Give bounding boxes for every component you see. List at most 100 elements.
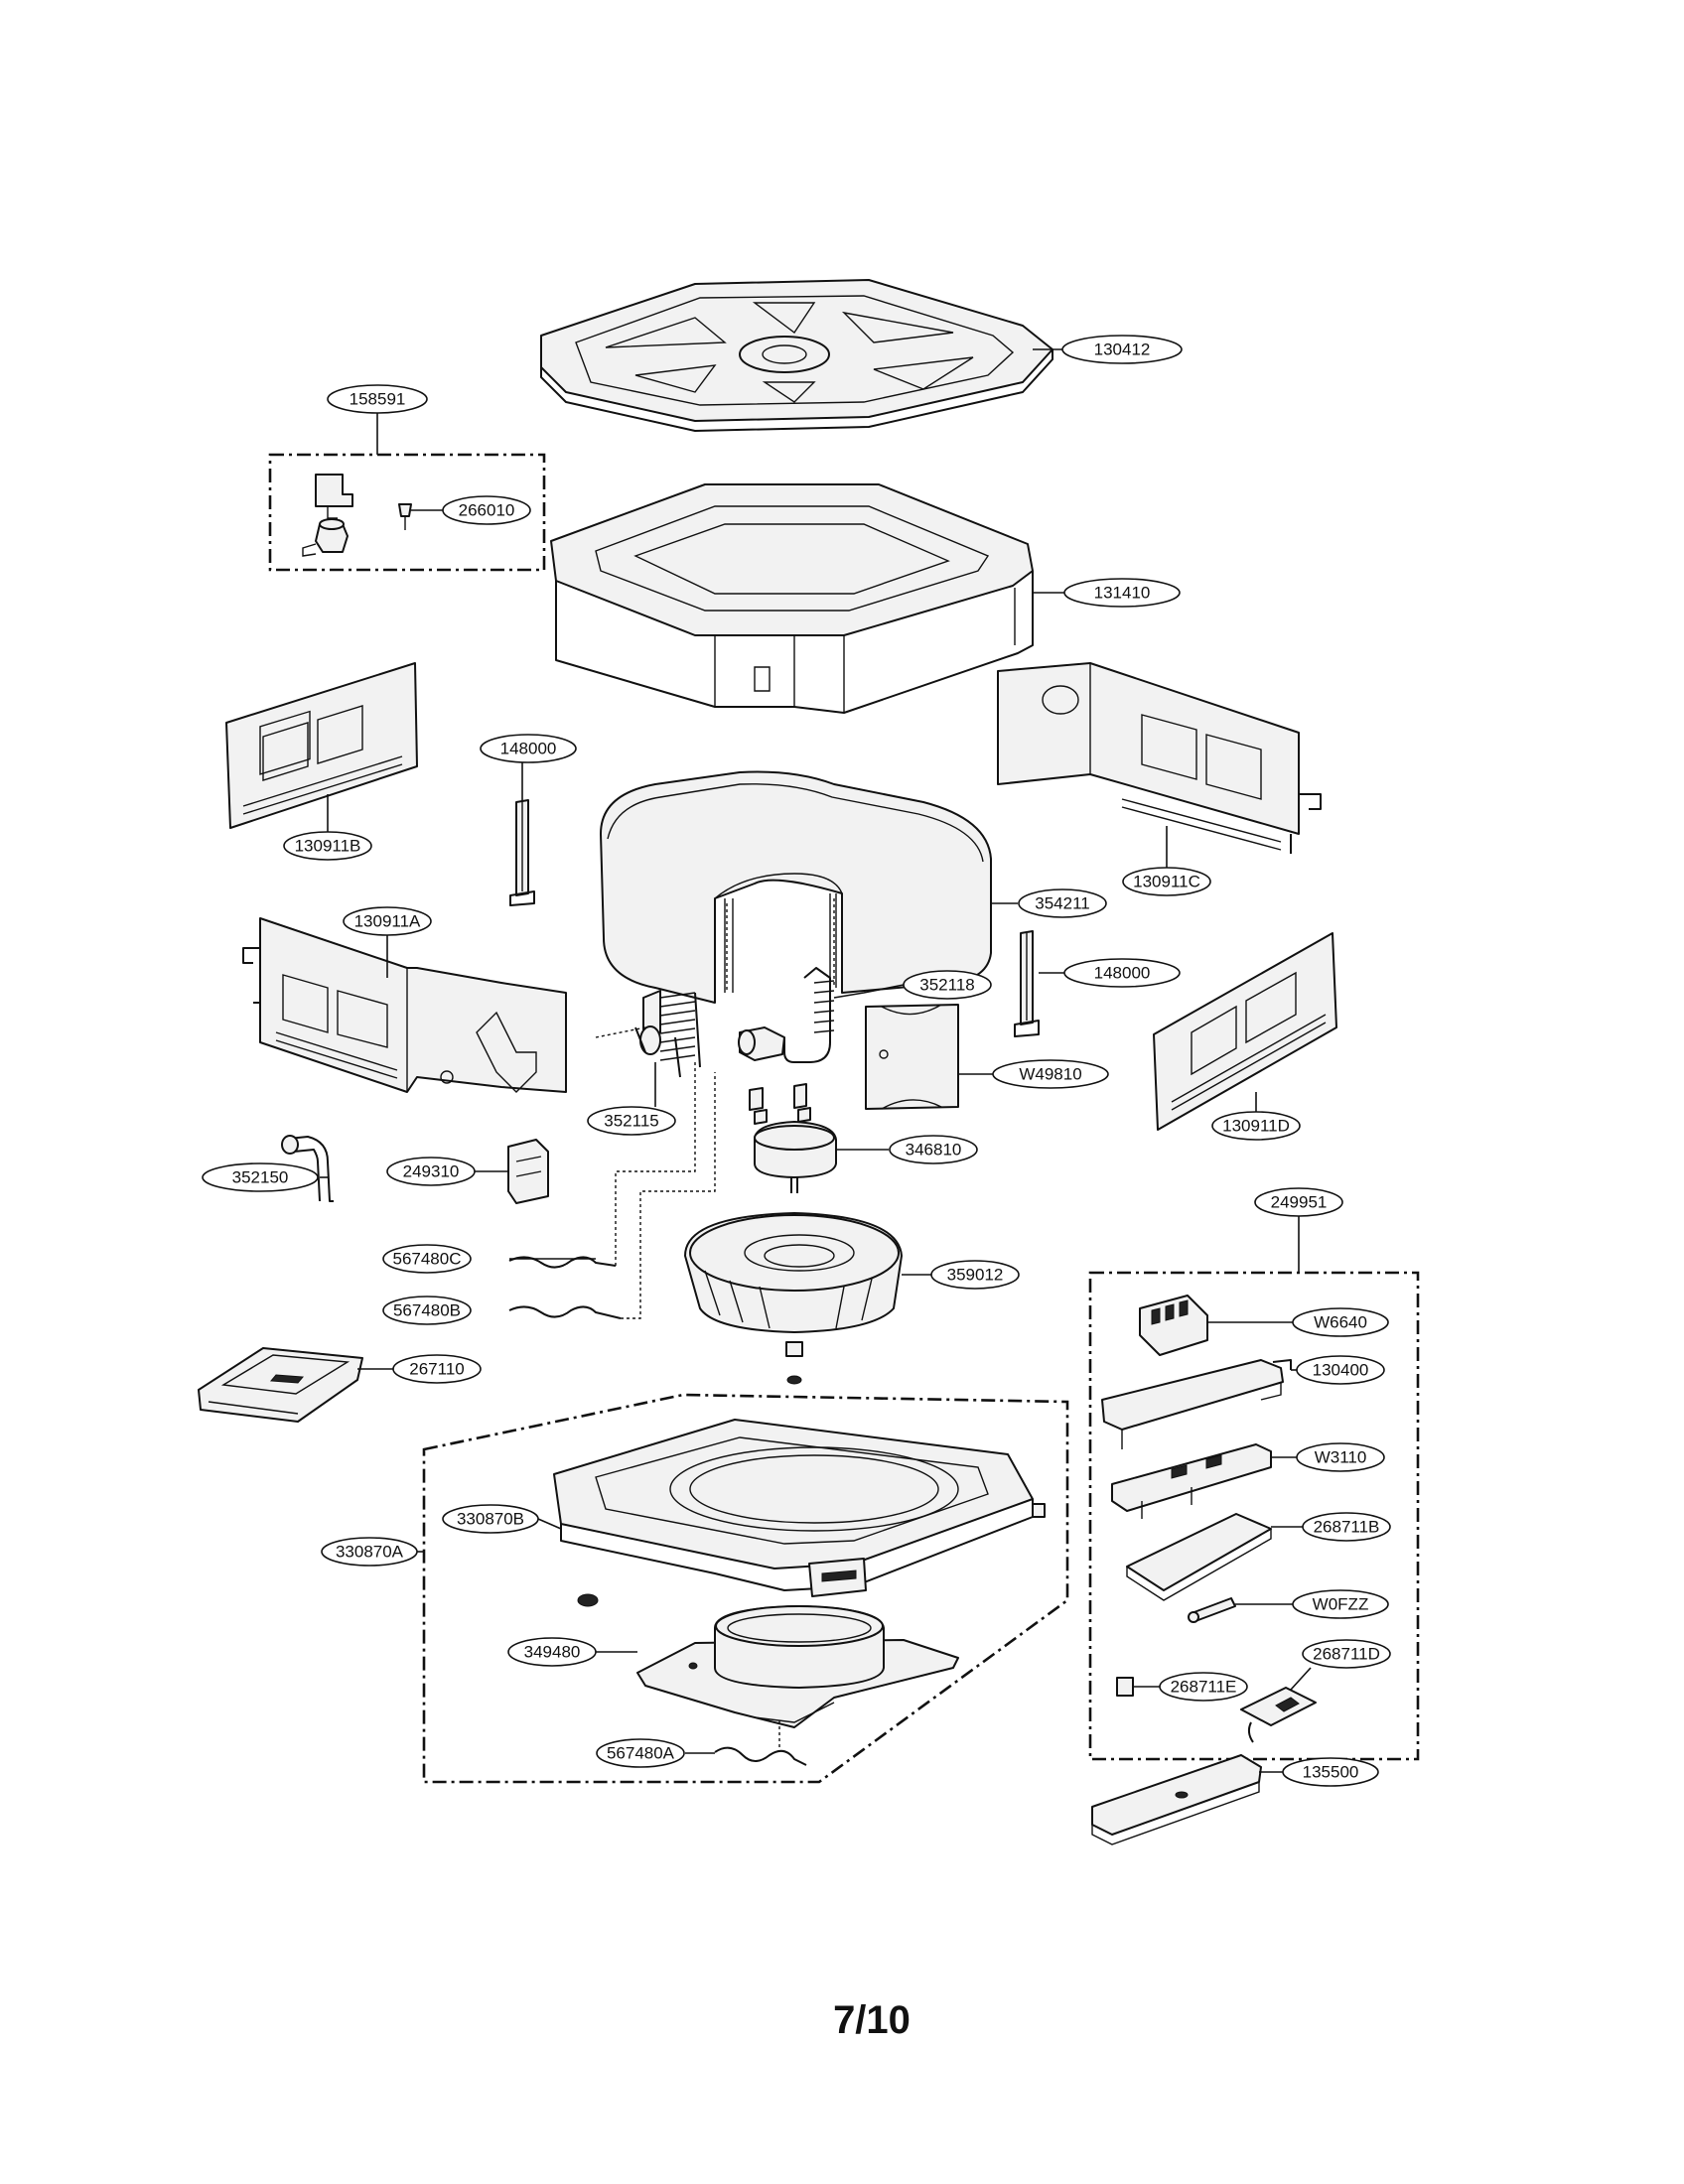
- callout-266010: 266010: [442, 495, 531, 525]
- svg-text:354211: 354211: [1035, 894, 1089, 913]
- pipe-assembly-352115-part: [595, 990, 701, 1078]
- callout-135500: 135500: [1282, 1757, 1379, 1787]
- callout-W6640: W6640: [1292, 1307, 1389, 1337]
- callout-330870B: 330870B: [442, 1504, 539, 1534]
- svg-text:268711E: 268711E: [1171, 1678, 1237, 1697]
- callout-130911D: 130911D: [1211, 1111, 1301, 1141]
- svg-text:249951: 249951: [1271, 1193, 1328, 1212]
- svg-text:567480A: 567480A: [607, 1744, 675, 1763]
- svg-text:W49810: W49810: [1019, 1065, 1081, 1084]
- svg-text:352118: 352118: [919, 976, 974, 995]
- callout-359012: 359012: [930, 1260, 1020, 1290]
- bell-mouth-part: [636, 1605, 959, 1728]
- callout-268711D: 268711D: [1302, 1639, 1391, 1669]
- callout-158591: 158591: [327, 384, 428, 414]
- svg-text:148000: 148000: [500, 740, 557, 758]
- display-pcb-part: [1240, 1687, 1317, 1743]
- drain-kit-box: [268, 453, 546, 572]
- leader-lines: [320, 348, 1312, 1773]
- board-holder-part: [1111, 1443, 1272, 1519]
- main-pcb-part: [1126, 1513, 1272, 1601]
- fan-motor-part: [749, 1083, 837, 1193]
- heat-exchanger-part: [600, 770, 992, 1004]
- callout-249951: 249951: [1254, 1187, 1343, 1217]
- base-pan-part: [550, 483, 1034, 714]
- svg-text:131410: 131410: [1094, 584, 1151, 603]
- svg-text:349480: 349480: [524, 1643, 581, 1662]
- svg-text:352150: 352150: [232, 1168, 289, 1187]
- svg-text:130911C: 130911C: [1133, 873, 1200, 891]
- controller-box-part: [198, 1347, 363, 1423]
- callout-268711E: 268711E: [1159, 1672, 1248, 1702]
- svg-text:148000: 148000: [1094, 964, 1151, 983]
- fan-impeller-part: [684, 1212, 903, 1385]
- svg-text:567480B: 567480B: [393, 1301, 461, 1320]
- svg-text:130911A: 130911A: [354, 912, 421, 931]
- support-rod-a-part: [509, 799, 535, 906]
- control-cover-part: [1101, 1359, 1292, 1449]
- svg-text:330870A: 330870A: [336, 1543, 404, 1562]
- callout-354211: 354211: [1018, 888, 1107, 918]
- side-panel-d-part: [1153, 932, 1337, 1131]
- callout-148000-right: 148000: [1063, 958, 1181, 988]
- svg-text:266010: 266010: [459, 501, 515, 520]
- callout-268711B: 268711B: [1302, 1512, 1391, 1542]
- mounting-bracket-part: [1091, 1754, 1262, 1845]
- callout-130412: 130412: [1061, 335, 1183, 364]
- svg-text:135500: 135500: [1303, 1763, 1359, 1782]
- callout-130911C: 130911C: [1122, 867, 1211, 896]
- svg-text:W6640: W6640: [1314, 1313, 1367, 1332]
- pipe-352150-part: [281, 1135, 334, 1202]
- callout-352115: 352115: [587, 1106, 676, 1136]
- pipe-assembly-352118-part: [738, 967, 835, 1063]
- svg-text:346810: 346810: [906, 1141, 962, 1160]
- svg-text:130412: 130412: [1094, 341, 1151, 359]
- svg-text:158591: 158591: [350, 390, 406, 409]
- callout-249310: 249310: [386, 1157, 476, 1186]
- terminal-block-part: [1139, 1295, 1208, 1356]
- control-box-kit-box: [1088, 1271, 1420, 1761]
- svg-text:W0FZZ: W0FZZ: [1313, 1595, 1369, 1614]
- callout-130911B: 130911B: [283, 831, 372, 861]
- callout-130400: 130400: [1296, 1355, 1385, 1385]
- fuse-part: [1188, 1597, 1236, 1623]
- svg-text:352115: 352115: [604, 1112, 658, 1131]
- callout-349480: 349480: [507, 1637, 597, 1667]
- callout-148000-top: 148000: [480, 734, 577, 763]
- svg-text:359012: 359012: [947, 1266, 1004, 1285]
- svg-text:249310: 249310: [403, 1162, 460, 1181]
- side-panel-a-part: [242, 917, 567, 1093]
- callout-W49810: W49810: [992, 1059, 1109, 1089]
- svg-text:567480C: 567480C: [392, 1250, 461, 1269]
- wire-567480a-part: [714, 1717, 807, 1766]
- support-rod-b-part: [1014, 930, 1040, 1037]
- svg-text:268711B: 268711B: [1314, 1518, 1380, 1537]
- bracket-249310-part: [507, 1139, 549, 1204]
- cover-plate-w49810-part: [865, 1004, 959, 1110]
- svg-text:130400: 130400: [1313, 1361, 1369, 1380]
- callout-346810: 346810: [889, 1135, 978, 1164]
- callout-567480B: 567480B: [382, 1296, 472, 1325]
- page-number: 7/10: [833, 1998, 911, 2042]
- callout-567480A: 567480A: [596, 1738, 685, 1768]
- callout-130911A: 130911A: [343, 906, 432, 936]
- callout-W3110: W3110: [1296, 1442, 1385, 1472]
- callout-267110: 267110: [392, 1354, 482, 1384]
- callout-352150: 352150: [202, 1162, 319, 1192]
- svg-text:130911D: 130911D: [1222, 1117, 1290, 1136]
- svg-text:W3110: W3110: [1315, 1448, 1367, 1467]
- side-panel-c-part: [997, 662, 1322, 854]
- callout-W0FZZ: W0FZZ: [1292, 1589, 1389, 1619]
- sensor-chip-part: [1116, 1677, 1134, 1697]
- side-panel-b-part: [225, 662, 418, 829]
- top-panel-part: [540, 279, 1053, 432]
- svg-text:267110: 267110: [409, 1360, 464, 1379]
- callout-330870A: 330870A: [321, 1537, 418, 1567]
- svg-text:330870B: 330870B: [457, 1510, 524, 1529]
- svg-text:268711D: 268711D: [1313, 1645, 1380, 1664]
- callout-352118: 352118: [903, 970, 992, 1000]
- drain-pan-part: [553, 1419, 1046, 1607]
- svg-text:130911B: 130911B: [295, 837, 361, 856]
- wire-harness-parts: [508, 1060, 716, 1319]
